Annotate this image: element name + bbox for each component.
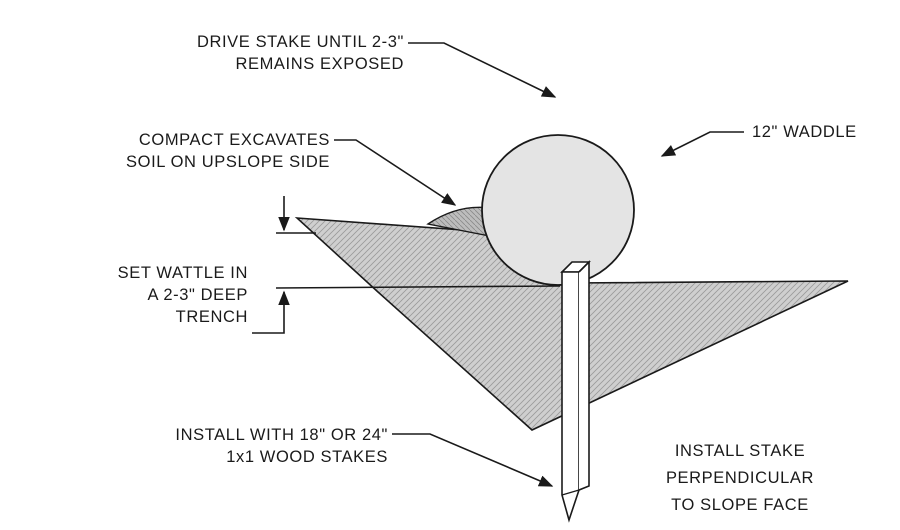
label-line: INSTALL STAKE bbox=[674, 442, 806, 460]
label-line: DRIVE STAKE UNTIL 2-3" bbox=[196, 33, 404, 51]
label-line: SOIL ON UPSLOPE SIDE bbox=[126, 153, 330, 171]
label-line: A 2-3" DEEP bbox=[147, 286, 248, 304]
label-line: 1x1 WOOD STAKES bbox=[226, 448, 388, 466]
label-line: REMAINS EXPOSED bbox=[235, 55, 404, 73]
label-set-wattle: SET WATTLE IN A 2-3" DEEP TRENCH bbox=[20, 262, 248, 328]
label-line: COMPACT EXCAVATES bbox=[138, 131, 330, 149]
trench-depth-dimension bbox=[252, 196, 561, 334]
wood-stake bbox=[560, 260, 591, 523]
label-install-with: INSTALL WITH 18" OR 24" 1x1 WOOD STAKES bbox=[70, 424, 388, 468]
label-line: PERPENDICULAR bbox=[665, 469, 815, 487]
label-line: SET WATTLE IN bbox=[117, 264, 248, 282]
label-line: 12" WADDLE bbox=[752, 123, 857, 141]
label-compact-soil: COMPACT EXCAVATES SOIL ON UPSLOPE SIDE bbox=[20, 129, 330, 173]
label-line: TO SLOPE FACE bbox=[671, 496, 809, 514]
leader-compact-soil bbox=[334, 139, 457, 206]
label-line: INSTALL WITH 18" OR 24" bbox=[175, 426, 388, 444]
label-line: TRENCH bbox=[175, 308, 248, 326]
label-install-stake: INSTALL STAKE PERPENDICULAR TO SLOPE FAC… bbox=[630, 438, 850, 519]
wattle-roll bbox=[481, 134, 635, 286]
label-drive-stake: DRIVE STAKE UNTIL 2-3" REMAINS EXPOSED bbox=[88, 31, 404, 75]
leader-install-with bbox=[392, 433, 554, 487]
label-waddle: 12" WADDLE bbox=[752, 121, 892, 143]
leader-drive-stake bbox=[408, 42, 557, 98]
leader-waddle bbox=[660, 131, 744, 157]
